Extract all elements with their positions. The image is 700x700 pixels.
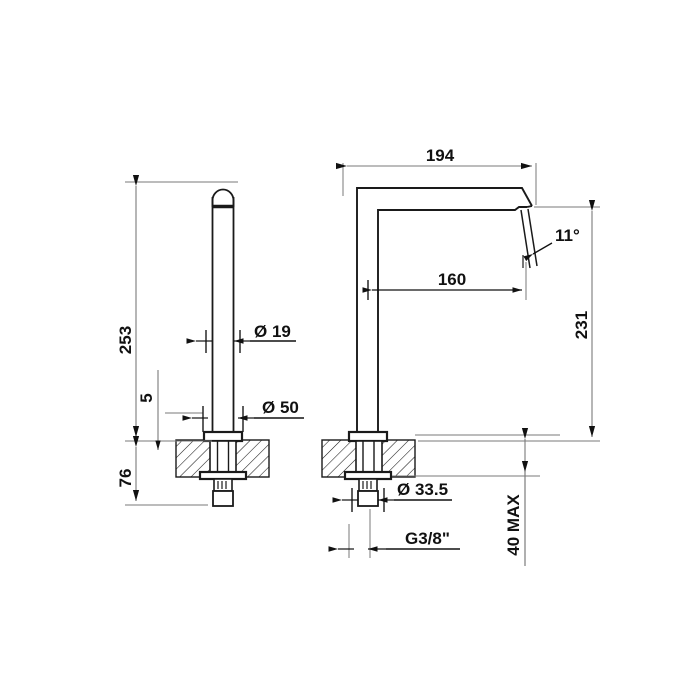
dim-label-angle-11: 11° (555, 226, 580, 245)
shank-left (209, 440, 237, 474)
dim-label-253: 253 (116, 326, 135, 354)
shank-right (355, 440, 383, 474)
dim-label-76: 76 (116, 469, 135, 488)
outlet-bore-left (520, 209, 531, 269)
spout-inner-profile (377, 206, 527, 437)
dim-label-160: 160 (438, 270, 466, 289)
lock-washer-right (343, 470, 393, 481)
dim-label-g38: G3/8" (405, 529, 450, 548)
front-view-geometry (321, 187, 538, 507)
connector-body-left (212, 490, 234, 507)
front-view-dimensions: 194 160 11° 231 Ø 33.5 (328, 146, 600, 566)
dim-label-40max: 40 MAX (504, 494, 523, 556)
lock-washer-left (198, 470, 248, 481)
dim-label-dia19: Ø 19 (254, 322, 291, 341)
base-flange-left (202, 430, 244, 443)
dim-label-5: 5 (137, 393, 156, 402)
spout-cap-outline (211, 188, 235, 207)
spout-outlet-tip (526, 205, 533, 208)
dim-label-231: 231 (572, 311, 591, 339)
base-flange-right (347, 430, 389, 443)
connector-body-right (357, 490, 379, 507)
dim-label-dia335: Ø 33.5 (397, 480, 448, 499)
spout-outer-profile (356, 187, 533, 437)
outlet-bore-right (527, 208, 538, 267)
leader-angle-11 (523, 242, 553, 262)
threaded-stub-right (358, 478, 378, 492)
side-view-geometry (175, 188, 270, 507)
side-view-dimensions: 253 5 76 Ø 19 Ø 50 (116, 175, 304, 506)
threaded-stub-left (213, 478, 233, 492)
dim-label-dia50: Ø 50 (262, 398, 299, 417)
dim-label-194: 194 (426, 146, 455, 165)
